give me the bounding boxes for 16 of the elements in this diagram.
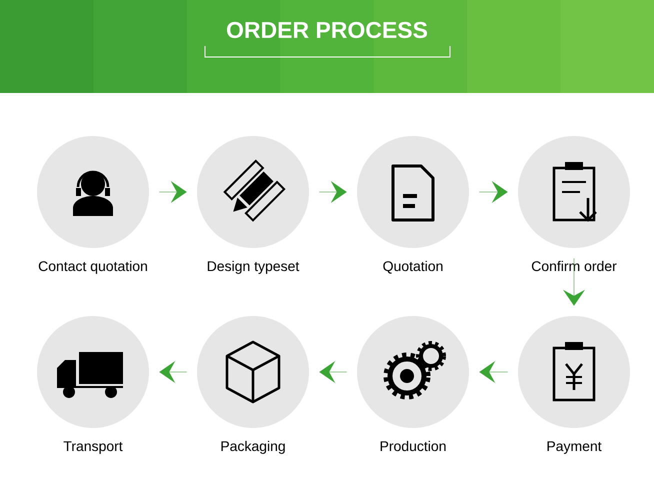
- step-label: Transport: [64, 441, 123, 454]
- step-label: Contact quotation: [38, 260, 147, 274]
- step-label: Quotation: [383, 260, 442, 274]
- step-label: Production: [380, 440, 446, 452]
- arrow: [159, 362, 188, 382]
- arrow: [478, 182, 508, 202]
- arrow: [318, 182, 347, 202]
- arrow: [158, 182, 187, 202]
- arrow: [319, 362, 348, 382]
- step-label: Packaging: [221, 440, 285, 454]
- title: ORDER PROCESS: [226, 22, 428, 38]
- step-label: Payment: [548, 441, 602, 454]
- arrow: [564, 258, 584, 306]
- step-label: Confirm order: [532, 260, 617, 272]
- step-label: Design typeset: [208, 260, 300, 274]
- arrow: [479, 362, 508, 382]
